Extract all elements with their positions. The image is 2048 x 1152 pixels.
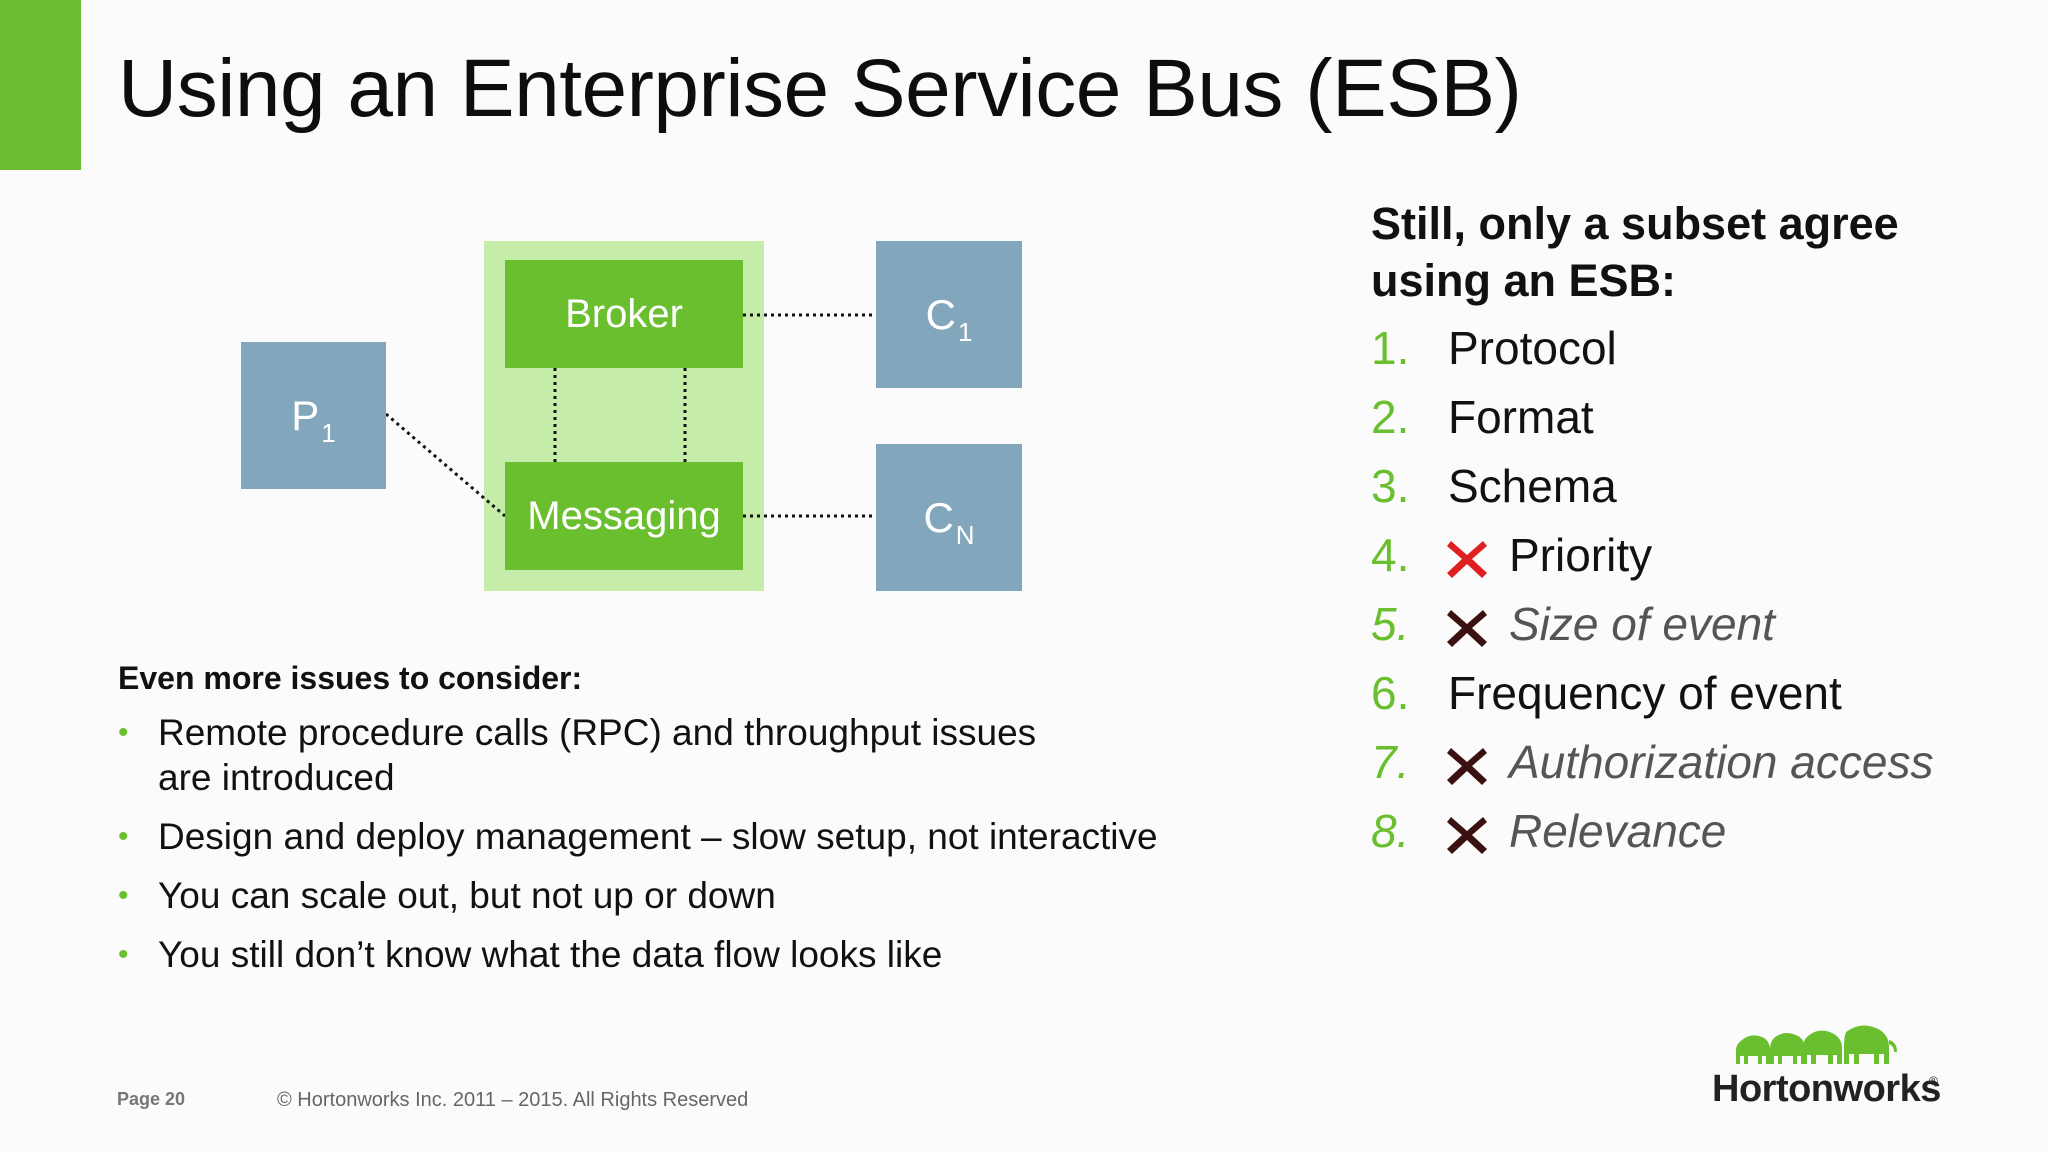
producer-node: P1 xyxy=(241,342,386,489)
bullet-icon: • xyxy=(118,938,129,971)
logo-wordmark: Hortonworks xyxy=(1712,1068,1941,1110)
hortonworks-elephant-logo xyxy=(1736,1025,1897,1064)
copyright-text: © Hortonworks Inc. 2011 – 2015. All Righ… xyxy=(277,1089,749,1111)
consumer-last-label: CN xyxy=(923,493,975,550)
cross-icon xyxy=(1447,748,1487,785)
bullet-icon: • xyxy=(118,716,129,749)
bullet-icon: • xyxy=(118,820,129,853)
issues-list: • Remote procedure calls (RPC) and throu… xyxy=(118,710,1218,991)
messaging-label: Messaging xyxy=(527,493,721,538)
esb-diagram: Broker Messaging P1 C1 CN xyxy=(0,0,1100,640)
issue-item: • You can scale out, but not up or down xyxy=(118,875,776,916)
cross-icon xyxy=(1447,610,1487,647)
bullet-icon: • xyxy=(118,879,129,912)
cross-icon xyxy=(1447,541,1487,578)
messaging-node: Messaging xyxy=(505,462,743,570)
issue-item: • Remote procedure calls (RPC) and throu… xyxy=(118,712,1037,798)
consumer-last-node: CN xyxy=(876,444,1022,591)
broker-node: Broker xyxy=(505,260,743,368)
issues-heading: Even more issues to consider: xyxy=(118,660,583,696)
broker-label: Broker xyxy=(565,291,683,336)
issue-item: • You still don’t know what the data flo… xyxy=(118,934,943,975)
connector-lines xyxy=(385,313,876,518)
registered-mark: ® xyxy=(1929,1074,1938,1088)
accent-bar xyxy=(0,0,81,170)
slide-title: Using an Enterprise Service Bus (ESB) xyxy=(118,43,1522,134)
agreement-heading: Still, only a subset agree using an ESB: xyxy=(1371,198,1899,306)
issue-item: • Design and deploy management – slow se… xyxy=(118,816,1158,857)
cross-icon xyxy=(1447,817,1487,854)
consumer-first-node: C1 xyxy=(876,241,1022,388)
consumer-first-label: C1 xyxy=(925,290,973,347)
producer-label: P1 xyxy=(291,391,336,448)
page-number: Page 20 xyxy=(117,1089,186,1109)
producer-messaging-connector xyxy=(385,412,506,518)
